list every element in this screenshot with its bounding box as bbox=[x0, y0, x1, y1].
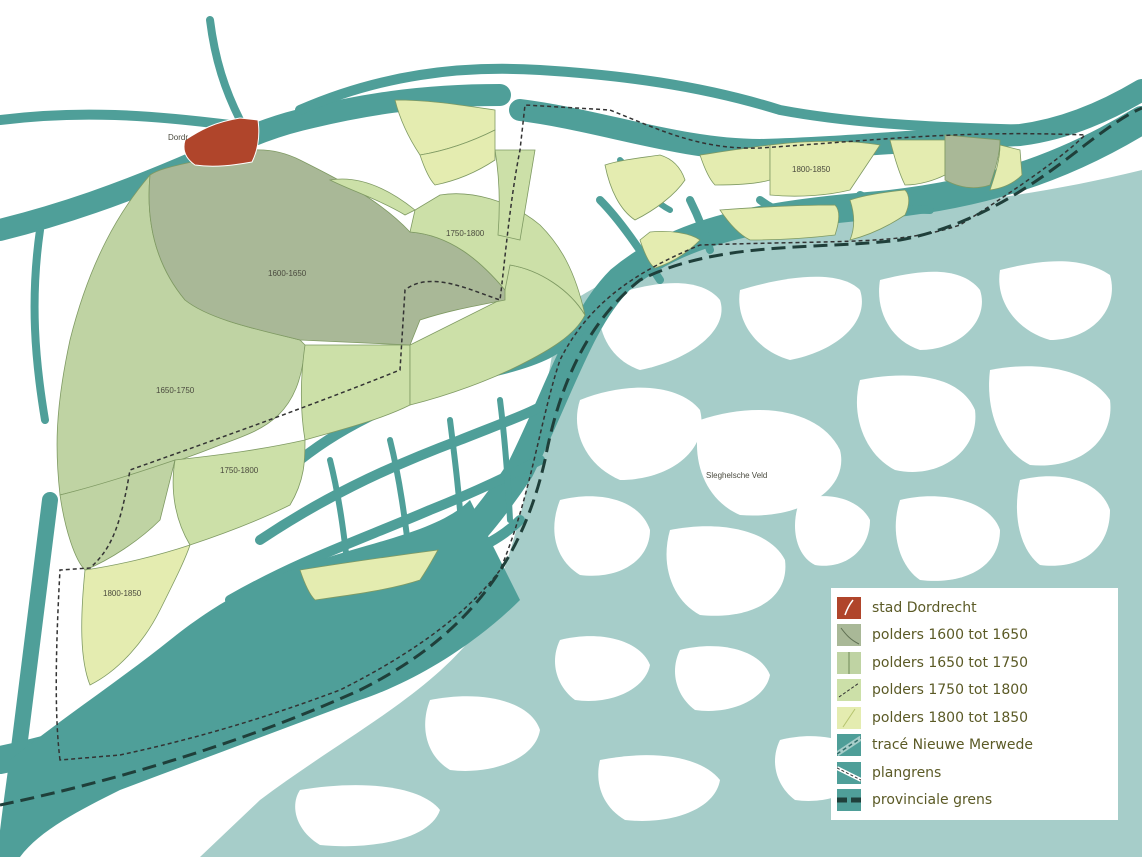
label-p1600: 1600-1650 bbox=[268, 269, 307, 278]
polder-1800-1850-e9 bbox=[849, 189, 910, 241]
legend-item-1650: polders 1650 tot 1750 bbox=[837, 649, 1112, 677]
swatch-provincie-icon bbox=[837, 789, 861, 812]
map-legend: stad Dordrecht polders 1600 tot 1650 pol… bbox=[831, 588, 1118, 820]
legend-label-1750: polders 1750 tot 1800 bbox=[872, 682, 1029, 699]
legend-label-trace: tracé Nieuwe Merwede bbox=[872, 737, 1033, 754]
label-merwede: De Merwede bbox=[741, 114, 781, 125]
legend-item-1800: polders 1800 tot 1850 bbox=[837, 704, 1112, 732]
legend-label-1600: polders 1600 tot 1650 bbox=[872, 627, 1029, 644]
swatch-1750-icon bbox=[837, 679, 861, 702]
polder-1750-1800-strip bbox=[494, 149, 536, 241]
polder-1750-1800-north bbox=[409, 193, 586, 316]
polder-1800-1850-north2 bbox=[419, 129, 496, 186]
swatch-1600-icon bbox=[837, 624, 861, 647]
legend-item-1750: polders 1750 tot 1800 bbox=[837, 677, 1112, 705]
legend-label-plangrens: plangrens bbox=[872, 764, 942, 781]
polder-1750-1800-top bbox=[328, 178, 416, 216]
legend-label-1650: polders 1650 tot 1750 bbox=[872, 654, 1029, 671]
hollandsch-diep-water bbox=[10, 500, 520, 857]
city-dordrecht-area bbox=[183, 117, 260, 167]
legend-item-trace: tracé Nieuwe Merwede bbox=[837, 732, 1112, 760]
polder-1600-1650-e5 bbox=[944, 134, 1001, 189]
plangrens-line bbox=[55, 104, 1087, 761]
swatch-city-icon bbox=[837, 596, 861, 619]
label-p1800-east: 1800-1850 bbox=[792, 165, 831, 174]
polder-1800-1850-e4 bbox=[889, 139, 946, 186]
legend-item-plangrens: plangrens bbox=[837, 759, 1112, 787]
polder-1800-1850-e3 bbox=[769, 140, 881, 197]
polder-1650-1750-mid bbox=[300, 344, 411, 441]
polders bbox=[56, 99, 1023, 686]
polder-1750-1800-south bbox=[172, 439, 306, 546]
label-p1800-south: 1800-1850 bbox=[103, 589, 142, 598]
legend-item-city: stad Dordrecht bbox=[837, 594, 1112, 622]
polder-1800-1850-river bbox=[299, 549, 439, 601]
polder-1800-1850-e6 bbox=[989, 144, 1023, 191]
label-p1650: 1650-1750 bbox=[156, 386, 195, 395]
legend-label-1800: polders 1800 tot 1850 bbox=[872, 709, 1029, 726]
label-dordrecht: Dordr bbox=[168, 133, 188, 142]
swatch-plangrens-icon bbox=[837, 761, 861, 784]
swatch-trace-icon bbox=[837, 734, 861, 757]
polder-1650-1750-south bbox=[59, 459, 176, 571]
legend-label-city: stad Dordrecht bbox=[872, 599, 977, 616]
polder-1800-1850-e2 bbox=[699, 144, 771, 186]
label-p1750-south: 1750-1800 bbox=[220, 466, 259, 475]
polder-1800-1850-e1 bbox=[604, 154, 686, 221]
polder-1800-1850-south bbox=[81, 544, 191, 686]
polder-1800-1850-e8 bbox=[639, 231, 701, 269]
legend-item-1600: polders 1600 tot 1650 bbox=[837, 622, 1112, 650]
legend-label-provincie: provinciale grens bbox=[872, 792, 993, 809]
polder-1800-1850-e7 bbox=[719, 204, 840, 241]
provinciale-grens-line bbox=[0, 106, 1142, 807]
label-p1750-north: 1750-1800 bbox=[446, 229, 485, 238]
swatch-1800-icon bbox=[837, 706, 861, 729]
legend-item-provincie: provinciale grens bbox=[837, 787, 1112, 815]
label-veld: Sleghelsche Veld bbox=[706, 471, 767, 480]
swatch-1650-icon bbox=[837, 651, 861, 674]
